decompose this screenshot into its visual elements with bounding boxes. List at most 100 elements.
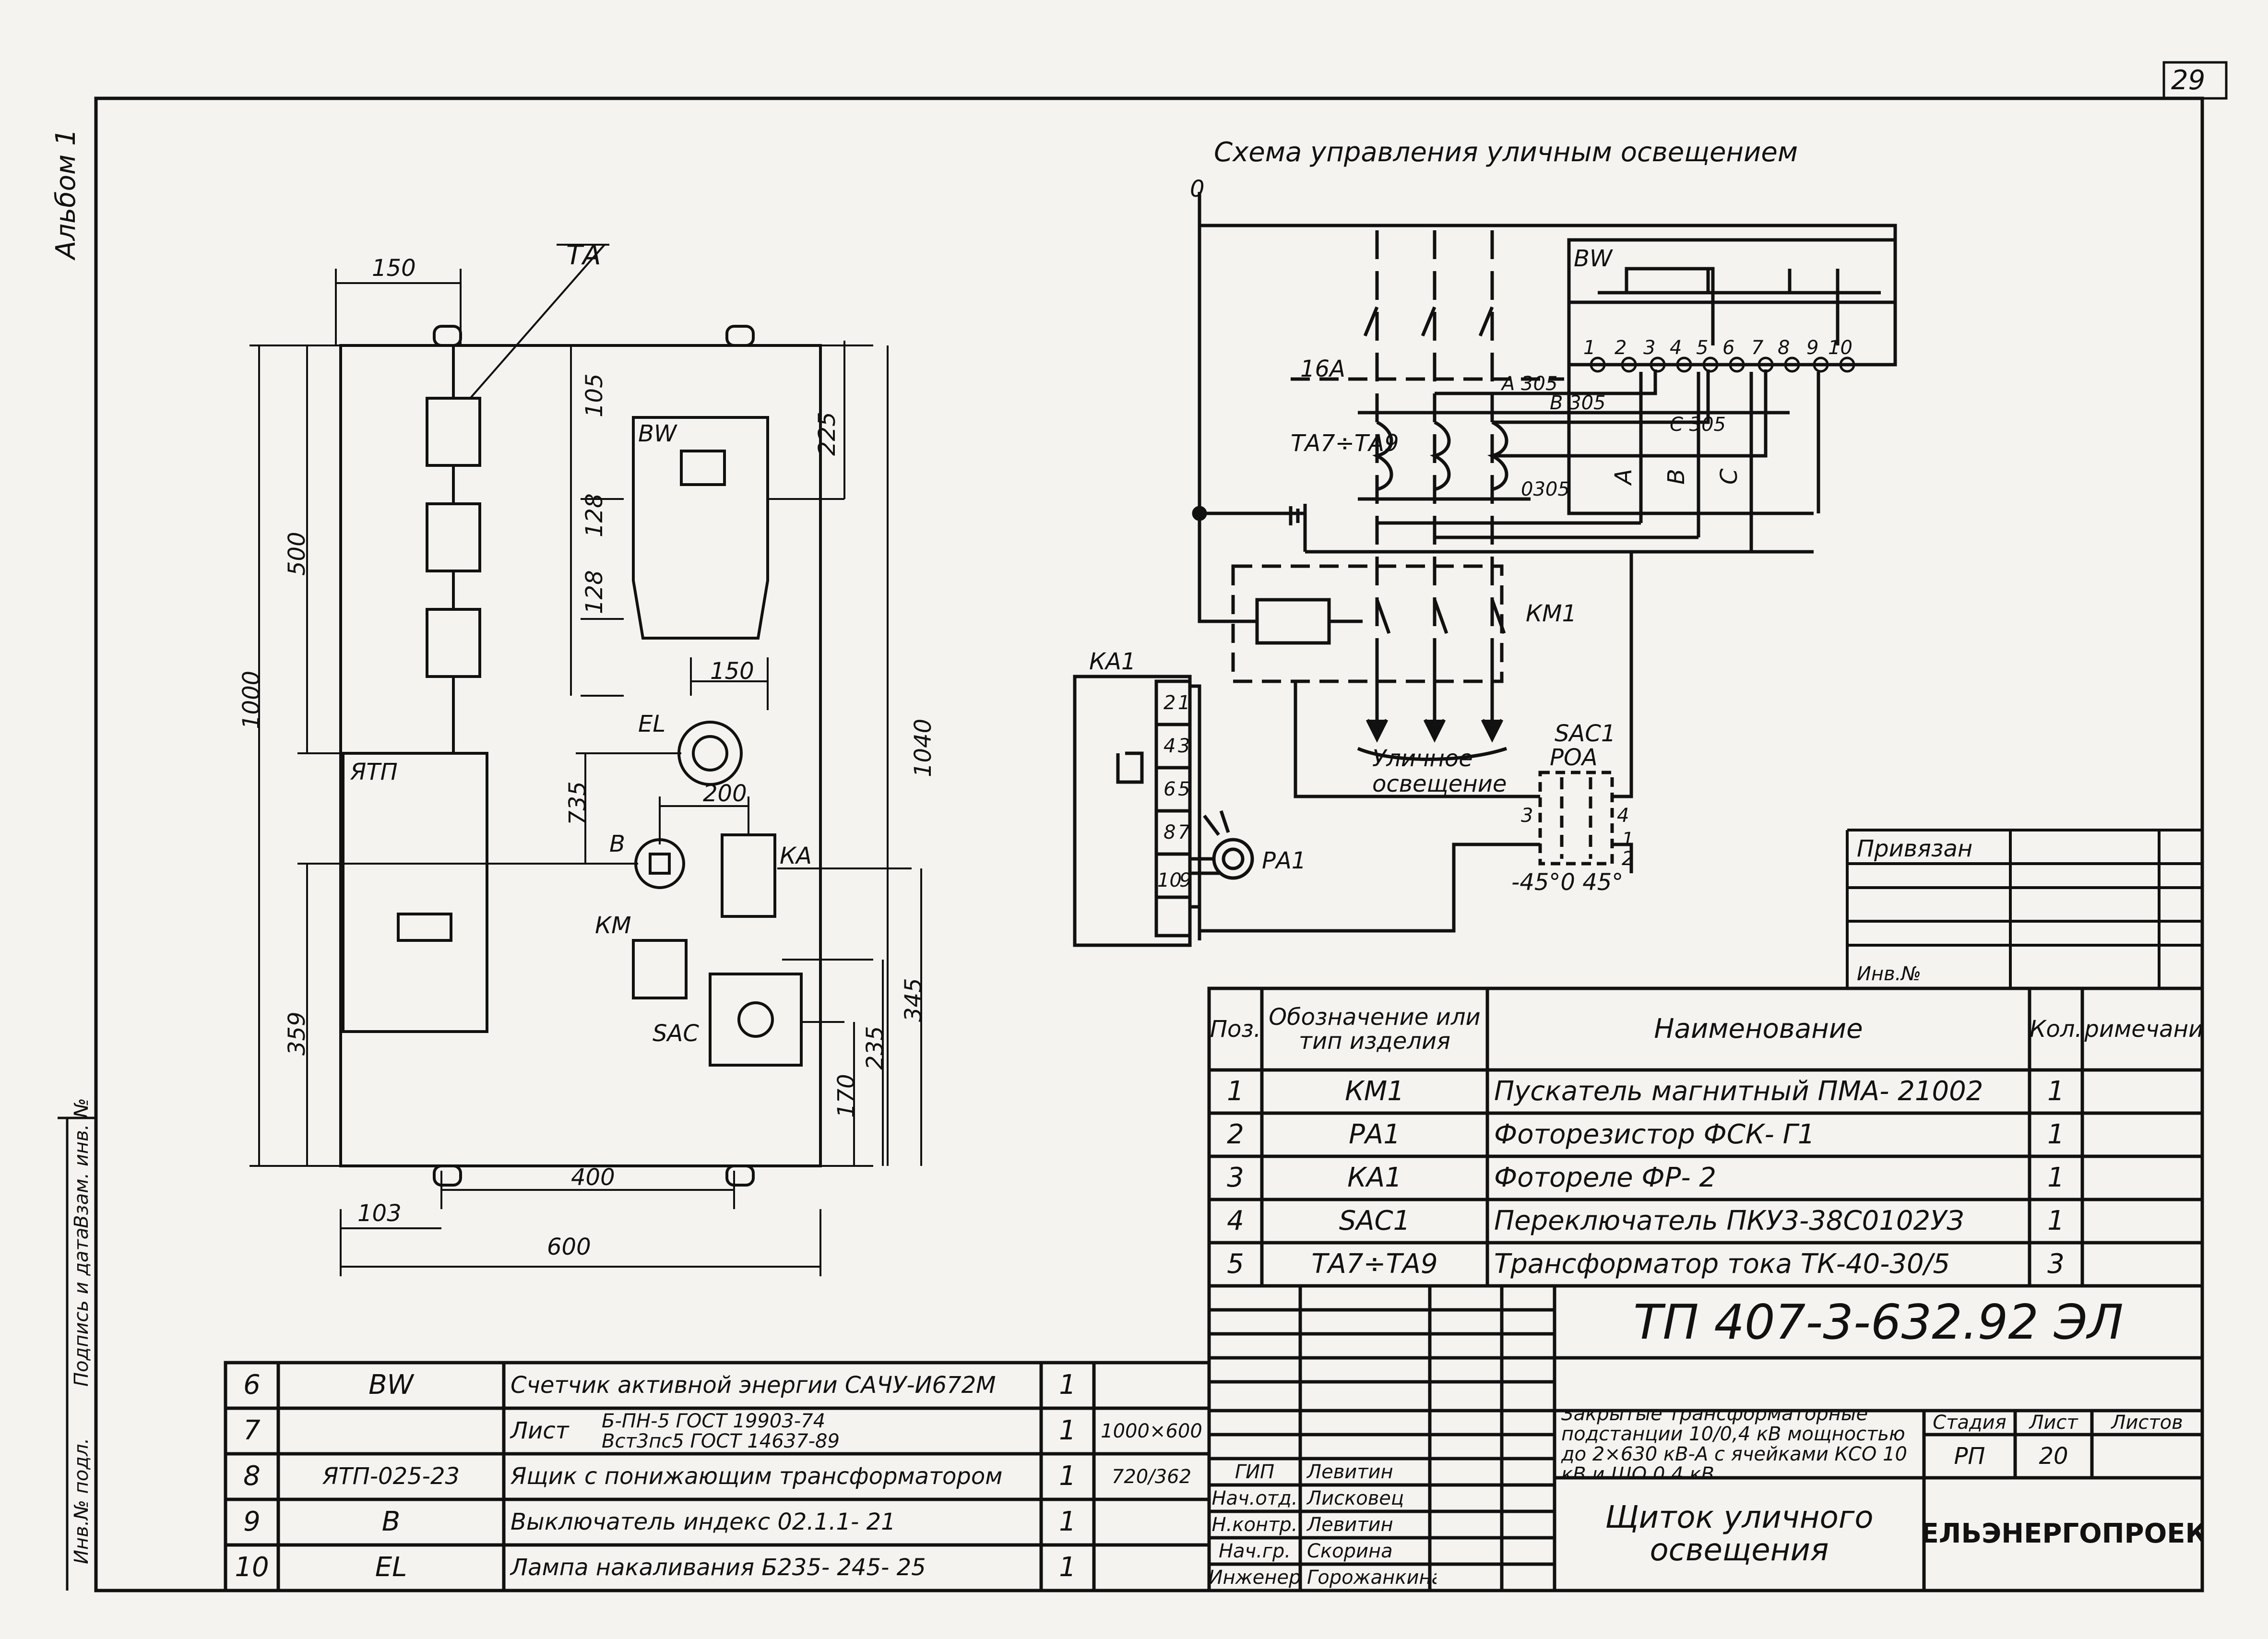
ka1-terminal-8: 8	[1164, 821, 1176, 843]
neutral-label: 0	[1190, 176, 1205, 202]
parts-row-name: Счетчик активной энергии САЧУ-И672М	[511, 1372, 996, 1399]
margin-stamp-inv: Инв.№ подл.	[71, 1437, 93, 1564]
km1-box	[1231, 564, 1504, 683]
sac-box	[709, 973, 803, 1067]
sheet-title: Щиток уличного освещения	[1605, 1500, 1874, 1568]
wire-0305: 0305	[1521, 478, 1570, 500]
wire-a305: А 305	[1502, 373, 1558, 395]
ta-block	[426, 397, 481, 467]
title-block-lines	[1207, 1286, 2202, 1591]
sig-role: ГИП	[1235, 1461, 1275, 1483]
sig-role: Н.контр.	[1211, 1513, 1298, 1536]
parts-row-name: Лист	[511, 1417, 569, 1445]
spec-row-pos: 4	[1227, 1205, 1244, 1236]
meter-label: BW	[1574, 245, 1613, 272]
margin-stamp-vzam: Взам. инв. №	[71, 1098, 93, 1228]
margin-stamp	[58, 1116, 96, 1591]
sheet-number-box	[2162, 61, 2228, 100]
ka1-terminal-2: 2	[1164, 692, 1176, 714]
parts-row-code: В	[381, 1506, 401, 1538]
fuse-label: 16А	[1300, 356, 1345, 382]
parts-row-code: ЯТП-025-23	[322, 1463, 460, 1490]
meter-terminal-4: 4	[1670, 337, 1682, 359]
ka1-terminal-10: 10	[1157, 869, 1182, 891]
sig-name: Левитин	[1307, 1513, 1393, 1536]
sig-name: Лисковец	[1307, 1487, 1404, 1509]
meter-outline	[632, 416, 769, 640]
album-label: Альбом 1	[50, 129, 82, 259]
pa1-label: РА1	[1262, 847, 1306, 874]
meter-terminal-6: 6	[1722, 337, 1735, 359]
label-km: КМ	[595, 912, 631, 939]
meter-terminal-8: 8	[1778, 337, 1790, 359]
sac1-pin-3: 3	[1521, 805, 1533, 827]
spec-row-qty: 1	[2047, 1162, 2065, 1193]
dim-1040: 1040	[910, 718, 937, 777]
label-bw: BW	[638, 420, 677, 447]
wire-b305: В 305	[1550, 392, 1606, 414]
sheet-value: 20	[2039, 1442, 2068, 1470]
panel-drawing	[249, 244, 922, 1276]
dim-600: 600	[547, 1234, 591, 1260]
label-sac: SAC	[653, 1020, 699, 1047]
lug	[433, 325, 462, 347]
parts-row-pos: 9	[243, 1506, 261, 1538]
sig-role: Нач.отд.	[1211, 1487, 1298, 1509]
sheets-value	[2092, 1435, 2202, 1478]
switch-b-circle	[634, 838, 685, 889]
margin-stamp-date: Подпись и дата	[71, 1227, 93, 1387]
dim-359: 359	[284, 1011, 310, 1056]
spec-row-name: Пускатель магнитный ПМА- 21002	[1494, 1075, 1983, 1107]
ytp-box	[342, 752, 488, 1033]
binding-label: Привязан	[1857, 835, 1973, 862]
stage-label: Стадия	[1933, 1412, 2007, 1434]
binding-inv-label: Инв.№	[1857, 963, 1921, 985]
sig-role: Нач.гр.	[1218, 1540, 1291, 1562]
spec-row-code: ТА7÷ТА9	[1311, 1248, 1438, 1280]
parts-row-pos: 6	[243, 1369, 261, 1401]
dim-103: 103	[357, 1200, 402, 1227]
parts-row-qty: 1	[1059, 1415, 1076, 1447]
dim-1000: 1000	[238, 670, 265, 729]
phase-c: С	[1716, 468, 1743, 485]
meter-box	[1567, 238, 1897, 367]
sac1-angles: -45°0 45°	[1511, 869, 1624, 896]
meter-terminal-9: 9	[1806, 337, 1819, 359]
ka1-terminal-6: 6	[1164, 778, 1176, 800]
sheet-number: 29	[2171, 65, 2206, 96]
project-name: Закрытые трансформаторные подстанции 10/…	[1561, 1411, 1907, 1478]
meter-terminal-2: 2	[1615, 337, 1627, 359]
spec-row-pos: 5	[1227, 1248, 1244, 1280]
dim-150-top: 150	[372, 255, 416, 282]
ka1-terminal-5: 5	[1178, 778, 1190, 800]
sac1-pin-1: 1	[1622, 829, 1634, 851]
dim-128-a: 128	[581, 493, 608, 537]
spec-row-name: Трансформатор тока ТК-40-30/5	[1494, 1248, 1950, 1280]
parts-row-name: Ящик с понижающим трансформатором	[511, 1463, 1003, 1490]
lug	[725, 325, 755, 347]
spec-row-qty: 1	[2047, 1205, 2065, 1236]
wire-c305: С 305	[1670, 414, 1726, 436]
schematic-lines	[1073, 192, 1897, 947]
meter-terminal-7: 7	[1751, 337, 1764, 359]
sheets-label: Листов	[2111, 1412, 2183, 1434]
panel-outline	[339, 344, 822, 1167]
spec-header-name: Наименование	[1654, 1013, 1863, 1045]
meter-terminal-5: 5	[1696, 337, 1709, 359]
meter-terminal-10: 10	[1828, 337, 1852, 359]
ct-label: ТА7÷ТА9	[1291, 430, 1399, 457]
label-b: В	[609, 831, 625, 857]
spec-header-pos: Поз.	[1210, 1015, 1261, 1043]
sig-name: Скорина	[1307, 1540, 1393, 1562]
dim-400: 400	[571, 1164, 615, 1191]
parts-row-name-sub: Б-ПН-5 ГОСТ 19903-74	[602, 1410, 826, 1432]
ka1-terminal-7: 7	[1178, 821, 1190, 843]
parts-row-qty: 1	[1059, 1506, 1076, 1538]
sheet-label: Лист	[2029, 1412, 2078, 1434]
spec-row-code: КА1	[1347, 1162, 1402, 1193]
parts-table-lines	[224, 1361, 1211, 1592]
km1-label: КМ1	[1526, 600, 1577, 627]
sac1-label: SAC1	[1555, 720, 1616, 747]
spec-header-qty: Кол.	[2030, 1015, 2082, 1043]
